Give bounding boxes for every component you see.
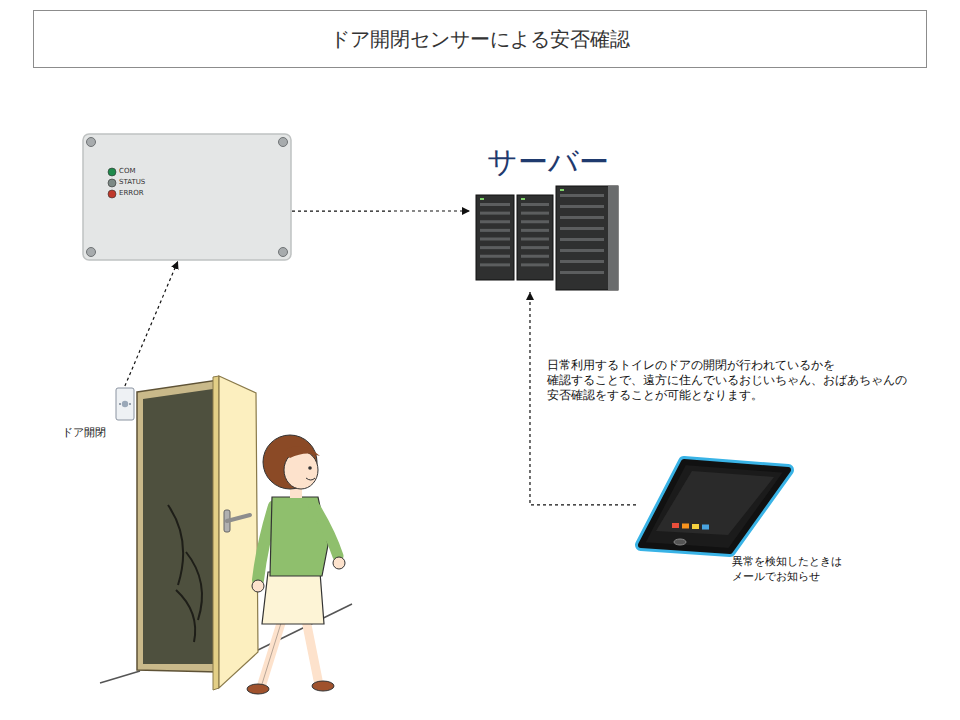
- dashed-connector: [292, 210, 470, 211]
- hand: [333, 557, 345, 569]
- rack-slot: [480, 246, 510, 249]
- rack-slot: [480, 212, 510, 215]
- rack-slot: [521, 212, 549, 215]
- rack-slot: [560, 205, 604, 208]
- rack-slot: [560, 216, 604, 219]
- explanation-note: 日常利用するトイレのドアの開閉が行われているかを 確認することで、遠方に住んでい…: [547, 358, 927, 403]
- rack-slot: [480, 255, 510, 258]
- door-leaf: [219, 376, 258, 688]
- app-icon: [702, 525, 709, 530]
- screw: [279, 248, 288, 257]
- app-icon: [692, 524, 699, 529]
- floor-line: [100, 671, 140, 683]
- rack-slot: [521, 246, 549, 249]
- leg: [262, 620, 282, 684]
- rack-slot: [480, 203, 510, 206]
- alert-note: 異常を検知したときは メールでお知らせ: [732, 554, 862, 584]
- rack-slot: [480, 229, 510, 232]
- rack-slot: [521, 229, 549, 232]
- rack-slot: [560, 249, 604, 252]
- rack-slot: [480, 263, 510, 266]
- hand: [252, 580, 264, 592]
- rack-slot: [560, 194, 604, 197]
- server-rack: [556, 186, 618, 290]
- door-handle: [227, 515, 250, 521]
- gateway-box: COMSTATUSERROR: [82, 133, 292, 261]
- leg: [306, 620, 318, 680]
- title-text: ドア開閉センサーによる安否確認: [330, 26, 630, 53]
- led-label: STATUS: [119, 177, 292, 188]
- rack-side: [608, 186, 618, 290]
- status-led: [108, 179, 116, 187]
- sensor-dial: [122, 401, 128, 407]
- dashed-connector: [125, 261, 178, 386]
- rack-light: [521, 198, 525, 200]
- screw: [87, 138, 96, 147]
- sensor-label: ドア開閉: [62, 426, 138, 440]
- bangs: [282, 446, 320, 458]
- shoe: [247, 684, 269, 694]
- app-icon: [682, 524, 689, 529]
- server-rack: [517, 195, 553, 280]
- gateway-housing: [83, 134, 291, 260]
- rack-slot: [480, 220, 510, 223]
- status-led: [108, 190, 116, 198]
- led-label: ERROR: [119, 188, 292, 199]
- door-frame: [137, 380, 218, 672]
- rack-slot: [521, 220, 549, 223]
- door: [137, 376, 258, 690]
- motion-line: [176, 590, 195, 642]
- rack-light: [480, 198, 484, 200]
- phone-screen: [656, 471, 774, 535]
- arm: [314, 506, 338, 556]
- skirt: [262, 572, 324, 624]
- rack-slot: [560, 271, 604, 274]
- rack-light: [560, 189, 564, 191]
- screw: [279, 138, 288, 147]
- phone-body: [641, 462, 788, 551]
- title-frame: ドア開閉センサーによる安否確認: [33, 10, 927, 68]
- smartphone-node-drawing: [636, 455, 871, 590]
- doorway: [143, 389, 213, 664]
- motion-line: [186, 552, 202, 620]
- sensor-dot: [119, 403, 121, 405]
- rack-slot: [480, 238, 510, 241]
- rack-slot: [521, 238, 549, 241]
- sensor-dot: [129, 403, 131, 405]
- label-holder: 日常利用するトイレのドアの開閉が行われているかを 確認することで、遠方に住んでい…: [547, 358, 927, 403]
- smartphone-node: 異常を検知したときは メールでお知らせ: [636, 455, 871, 590]
- woman: [247, 435, 345, 694]
- door-edge: [213, 376, 219, 690]
- app-icon: [672, 523, 679, 528]
- motion-line: [168, 505, 183, 585]
- rack-slot: [521, 263, 549, 266]
- phone-case: [641, 462, 788, 551]
- hair: [263, 435, 317, 489]
- shoe: [312, 681, 334, 691]
- mouth: [306, 478, 315, 480]
- led-label: COM: [119, 166, 292, 177]
- gateway-box-drawing: [82, 133, 292, 261]
- leg-outline: [262, 620, 282, 684]
- home-button: [674, 539, 686, 545]
- server-heading: サーバー: [470, 144, 625, 180]
- rack-slot: [560, 260, 604, 263]
- sensor-body: [116, 388, 134, 420]
- server-rack: [476, 195, 514, 280]
- status-led: [108, 168, 116, 176]
- server-node: サーバー: [470, 140, 625, 292]
- door-sensor: ドア開閉: [56, 386, 138, 444]
- rack-slot: [521, 203, 549, 206]
- eye: [308, 466, 312, 470]
- rack-slot: [521, 255, 549, 258]
- rack-slot: [560, 227, 604, 230]
- rack-slot: [560, 238, 604, 241]
- screw: [87, 248, 96, 257]
